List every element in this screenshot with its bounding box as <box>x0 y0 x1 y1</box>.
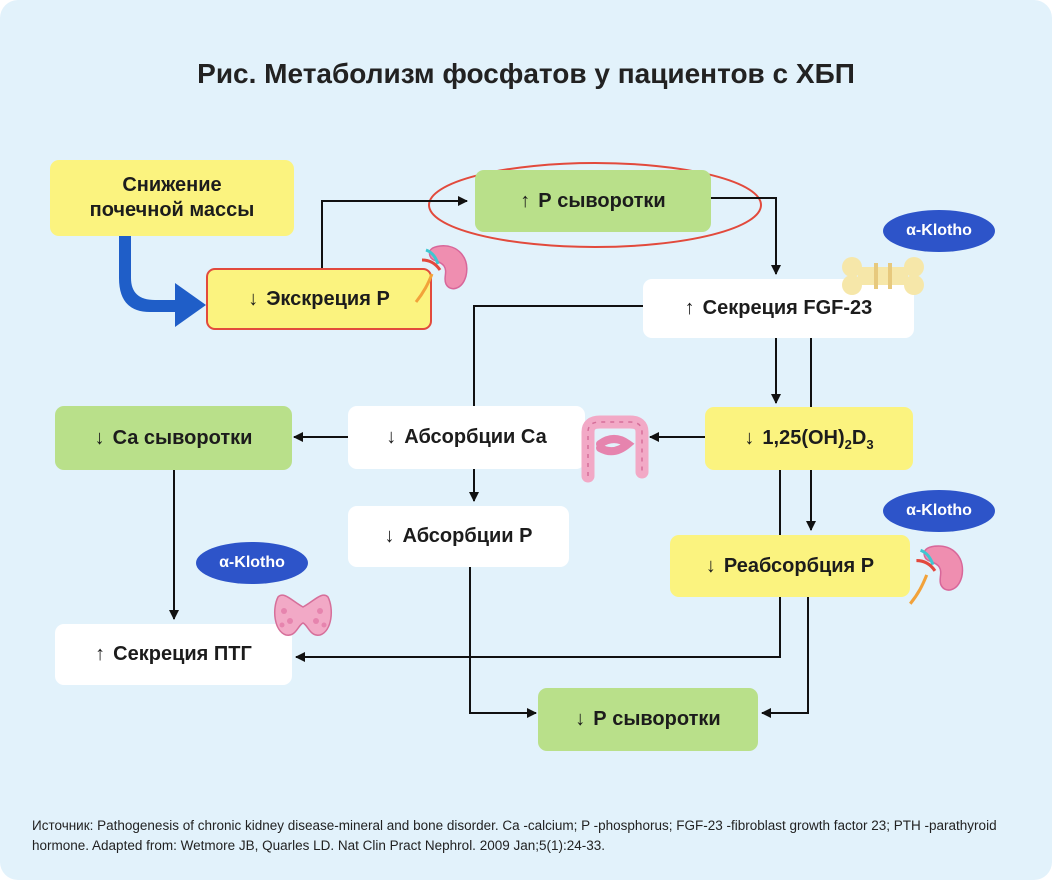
klotho-badge-kidney: α-Klotho <box>883 490 995 532</box>
arrow-reabsorption-to-serum-p-down <box>761 597 809 718</box>
serum-p-up-box: ↑ Р сыворотки <box>475 170 711 232</box>
up-arrow-glyph: ↑ <box>520 189 531 212</box>
down-arrow-glyph: ↓ <box>94 426 105 449</box>
excretion-label: Экскреция Р <box>266 287 390 310</box>
up-arrow-glyph: ↑ <box>95 643 106 665</box>
arrow-serum-p-to-fgf23 <box>711 197 781 275</box>
excretion-box: ↓ Экскреция Р <box>206 268 432 330</box>
kidney-icon <box>909 545 964 605</box>
kidney-mass-label: Снижение почечной массы <box>89 174 255 221</box>
thyroid-icon <box>273 594 333 636</box>
bone-icon <box>842 257 924 295</box>
klotho-badge-pth: α-Klotho <box>196 542 308 584</box>
pth-label: Секреция ПТГ <box>113 643 252 665</box>
kidney-icon <box>414 245 468 303</box>
absorb-p-box: ↓ Абсорбции Р <box>348 506 569 567</box>
serum-p-up-label: Р сыворотки <box>538 189 666 212</box>
down-arrow-glyph: ↓ <box>386 426 397 448</box>
intestine-icon <box>581 415 649 483</box>
arrow-excretion-to-serum-p <box>321 196 468 268</box>
klotho-badge-fgf23: α-Klotho <box>883 210 995 252</box>
pth-box: ↑ Секреция ПТГ <box>55 624 292 685</box>
down-arrow-glyph: ↓ <box>744 427 755 449</box>
up-arrow-glyph: ↑ <box>684 297 695 319</box>
kidney-mass-box: Снижение почечной массы <box>50 160 294 236</box>
serum-ca-box: ↓ Са сыворотки <box>55 406 292 470</box>
down-arrow-glyph: ↓ <box>384 525 395 547</box>
serum-p-down-box: ↓ Р сыворотки <box>538 688 758 751</box>
calcitriol-box: ↓ 1,25(OH)2D3 <box>705 407 913 470</box>
page-title: Рис. Метаболизм фосфатов у пациентов с Х… <box>197 58 855 89</box>
fgf23-box: ↑ Секреция FGF-23 <box>643 279 914 338</box>
arrow-calcitriol-to-pth <box>295 470 781 662</box>
calcitriol-label: 1,25(OH)2D3 <box>762 427 874 452</box>
down-arrow-glyph: ↓ <box>575 708 586 730</box>
absorb-p-label: Абсорбции Р <box>402 525 533 547</box>
serum-ca-label: Са сыворотки <box>112 426 253 449</box>
absorb-ca-label: Абсорбции Са <box>404 426 547 448</box>
fgf23-label: Секреция FGF-23 <box>702 297 873 319</box>
reabsorption-label: Реабсорбция Р <box>723 554 875 577</box>
highlight-ellipse <box>428 162 762 248</box>
down-arrow-glyph: ↓ <box>705 554 716 577</box>
reabsorption-box: ↓ Реабсорбция Р <box>670 535 910 597</box>
source-note: Источник: Pathogenesis of chronic kidney… <box>32 818 997 853</box>
serum-p-down-label: Р сыворотки <box>593 708 721 730</box>
absorb-ca-box: ↓ Абсорбции Са <box>348 406 585 469</box>
blue-arrow <box>119 236 206 327</box>
down-arrow-glyph: ↓ <box>248 287 259 310</box>
arrow-absorb-p-to-serum-p-down <box>469 567 537 718</box>
